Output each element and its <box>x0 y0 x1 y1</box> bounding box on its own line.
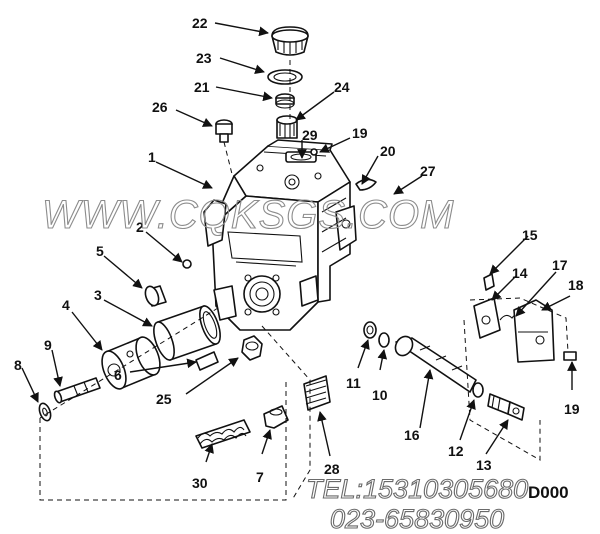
callout-17: 17 <box>552 257 568 273</box>
part-2-ball <box>182 259 192 269</box>
callout-8: 8 <box>14 357 22 373</box>
callout-25: 25 <box>156 391 172 407</box>
part-19-pin-top <box>310 148 318 156</box>
part-18-bracket <box>513 299 555 363</box>
part-5-bushing <box>144 285 167 307</box>
part-4-valve-body <box>101 336 161 390</box>
callout-1: 1 <box>148 149 156 165</box>
part-21-washer <box>275 93 295 109</box>
callout-29: 29 <box>302 127 318 143</box>
callout-9: 9 <box>44 337 52 353</box>
part-15-screw <box>483 273 495 291</box>
callout-18: 18 <box>568 277 584 293</box>
watermark-phone-2: 023-65830950 <box>330 504 504 534</box>
callout-19-top: 19 <box>352 125 368 141</box>
callout-11: 11 <box>346 375 361 391</box>
callout-10: 10 <box>372 387 388 403</box>
callout-20: 20 <box>380 143 396 159</box>
watermark-code: D000 <box>528 483 569 502</box>
callout-24: 24 <box>334 79 350 95</box>
part-28-spring <box>303 375 331 411</box>
part-20-clip <box>355 178 377 191</box>
watermark-phone: TEL:15310305680 <box>306 474 528 504</box>
callout-22: 22 <box>192 15 208 31</box>
part-10-washer <box>378 332 390 348</box>
watermark-site: WWW.CQKSGS.COM <box>42 193 454 237</box>
part-9-piston <box>53 377 101 404</box>
callout-7: 7 <box>256 469 264 485</box>
part-11-oring <box>363 321 377 339</box>
part-3-sleeve <box>153 305 221 361</box>
callout-12: 12 <box>448 443 464 459</box>
leader-lines <box>21 22 577 463</box>
part-23-seal-ring <box>267 69 303 85</box>
callout-5: 5 <box>96 243 104 259</box>
part-14-lever <box>473 297 501 339</box>
part-25-nut <box>241 335 263 361</box>
callout-15: 15 <box>522 227 538 243</box>
callout-2: 2 <box>136 219 144 235</box>
part-22-cap <box>271 26 309 56</box>
part-12-oring <box>472 382 484 398</box>
callout-4: 4 <box>62 297 70 313</box>
callout-6: 6 <box>114 367 122 383</box>
callout-30: 30 <box>192 475 208 491</box>
callout-23: 23 <box>196 50 212 66</box>
part-8-washer <box>38 402 52 422</box>
callout-21: 21 <box>194 79 210 95</box>
callout-28: 28 <box>324 461 340 477</box>
callout-labels: 22 23 21 24 26 29 19 20 27 1 2 5 3 4 9 8… <box>14 15 584 491</box>
part-7-plug <box>263 405 289 429</box>
callout-13: 13 <box>476 457 492 473</box>
callout-14: 14 <box>512 265 528 281</box>
callout-16: 16 <box>404 427 420 443</box>
watermark: WWW.CQKSGS.COM TEL:15310305680 D000 023-… <box>41 192 569 534</box>
part-26-plug <box>215 119 233 143</box>
part-24-fitting <box>276 115 298 139</box>
part-16-shaft <box>394 335 477 393</box>
callout-3: 3 <box>94 287 102 303</box>
callout-19-right: 19 <box>564 401 580 417</box>
part-13-fitting <box>487 393 525 421</box>
callout-27: 27 <box>420 163 436 179</box>
part-19-screw-right <box>563 351 577 361</box>
part-6-pin <box>195 351 219 371</box>
part-30-spring <box>195 419 251 449</box>
callout-26: 26 <box>152 99 168 115</box>
